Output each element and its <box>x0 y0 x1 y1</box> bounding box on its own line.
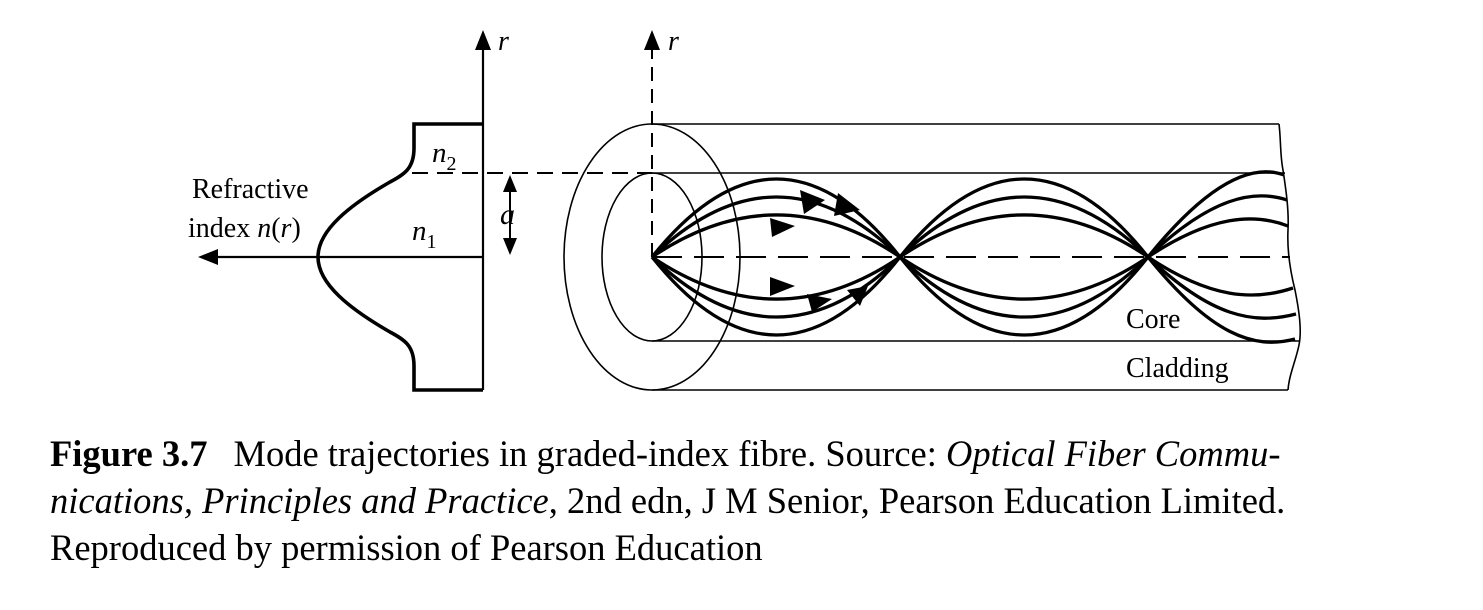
mode-trajectory-1-upper <box>650 170 1285 260</box>
mode-trajectory-3-upper <box>651 213 1289 259</box>
trajectory-arrow-icon <box>807 294 832 312</box>
index-profile-group: r n2 n1 Refractive index n(r) <box>188 26 509 392</box>
mode-trajectory-3-lower <box>651 255 1294 301</box>
caption-text-3: Reproduced by permission of Pearson Educ… <box>50 527 763 568</box>
core-label: Core <box>1126 304 1180 335</box>
caption-text-1: Mode trajectories in graded-index fibre.… <box>233 433 946 474</box>
fibre-r-axis-label: r <box>668 26 679 57</box>
core-radius-arrow-down-icon <box>503 238 517 255</box>
profile-r-axis-arrow-icon <box>475 30 491 50</box>
n2-label: n2 <box>432 137 457 175</box>
cladding-label: Cladding <box>1126 353 1229 384</box>
figure-number: Figure 3.7 <box>50 433 208 474</box>
caption-source-title-1: Optical Fiber Commu- <box>945 433 1281 474</box>
fibre-break-line <box>1278 123 1302 391</box>
trajectory-arrow-icon <box>770 218 795 237</box>
index-profile-curve <box>316 122 483 392</box>
core-radius-arrow-up-icon <box>503 175 517 192</box>
n1-label: n1 <box>412 215 437 253</box>
refractive-index-label: Refractive index n(r) <box>188 174 316 244</box>
trajectory-arrow-icon <box>834 193 860 216</box>
profile-r-axis-label: r <box>498 26 509 57</box>
figure-caption: Figure 3.7 Mode trajectories in graded-in… <box>50 430 1450 571</box>
profile-index-axis-arrow-icon <box>198 249 218 265</box>
fibre-group: r Core Cladding <box>563 26 1302 391</box>
graded-index-fibre-diagram: r n2 n1 Refractive index n(r) a <box>188 26 1302 392</box>
mode-trajectory-2-lower <box>650 254 1297 320</box>
trajectory-arrow-icon <box>847 286 868 306</box>
caption-text-2: , 2nd edn, J M Senior, Pearson Education… <box>548 480 1286 521</box>
mode-trajectories <box>650 170 1297 344</box>
fibre-r-axis-arrow-icon <box>644 30 660 50</box>
trajectory-arrow-icon <box>800 190 825 214</box>
caption-source-title-2: nications, Principles and Practice <box>50 480 549 521</box>
core-radius-marker: a <box>412 172 652 255</box>
trajectory-arrow-icon <box>770 277 795 296</box>
mode-trajectory-2-upper <box>650 194 1288 260</box>
core-radius-label: a <box>500 198 515 231</box>
mode-trajectory-1-lower <box>650 254 1296 344</box>
trajectory-arrows <box>770 190 868 312</box>
